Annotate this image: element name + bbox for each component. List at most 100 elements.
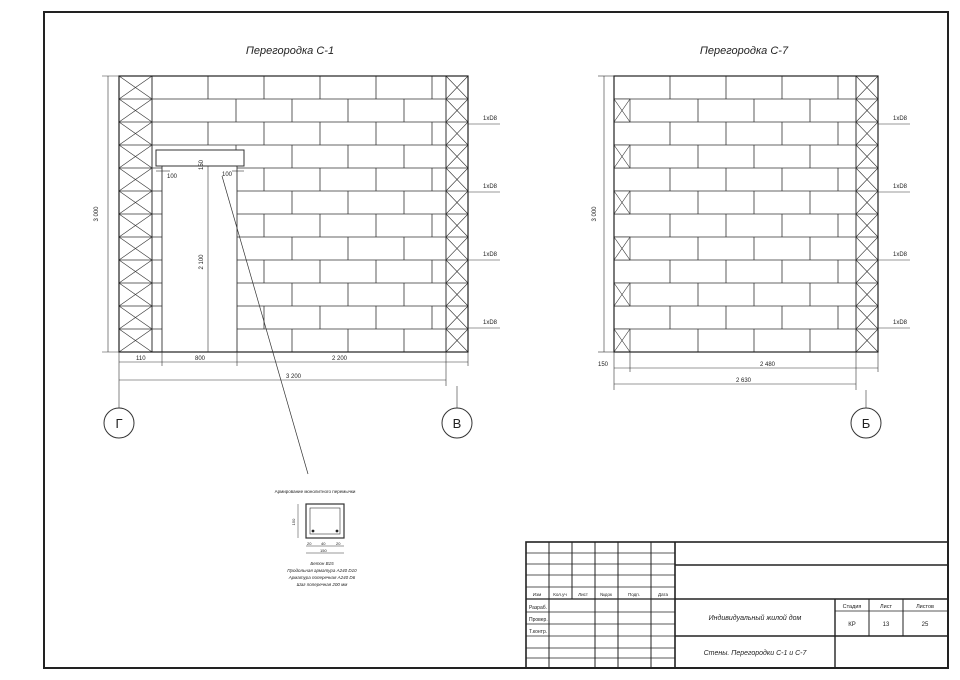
rebar-label-c7-3: 1хD8	[893, 252, 908, 258]
c7-post-cross	[855, 190, 879, 215]
c1-post-left-cross	[118, 121, 153, 146]
opening-height-dim: 2 100	[199, 254, 205, 270]
dim-110: 110	[136, 356, 146, 362]
c1-post-right-cross	[445, 144, 469, 169]
tb-stage-value: КР	[848, 622, 856, 628]
lintel-dim-width: 150	[320, 548, 327, 553]
c7-post-cross	[855, 259, 879, 284]
tb-role-tkontr: Т.контр.	[529, 629, 547, 635]
c1-post-left-cross	[118, 144, 153, 169]
c1-post-right-cross	[445, 167, 469, 192]
c1-post-right-cross	[445, 121, 469, 146]
tb-sheet-title: Стены. Перегородки С-1 и С-7	[704, 649, 808, 657]
tb-sheets-label: Листов	[916, 604, 934, 610]
lintel-dim-height: 150	[291, 518, 296, 525]
c1-post-left-cross	[118, 282, 153, 307]
lintel-note-2: Продольная арматура А240 D10	[287, 568, 357, 573]
lintel-detail-title: Армирование монолитного перемычки	[275, 489, 356, 494]
post-left	[118, 75, 153, 353]
lintel-note-3: Арматура поперечная А240 D6	[288, 575, 356, 580]
tb-header-izm: Изм	[533, 592, 541, 597]
c1-post-left-cross	[118, 328, 153, 353]
c1-post-left-cross	[118, 259, 153, 284]
tb-sheet-label: Лист	[880, 604, 892, 610]
c1-post-right-cross	[445, 305, 469, 330]
c7-edge-cross	[613, 236, 631, 261]
lintel	[155, 149, 245, 167]
c1-post-left-cross	[118, 75, 153, 100]
lintel-section	[305, 503, 345, 539]
lintel-detail: Армирование монолитного перемычки 150 20…	[275, 489, 358, 587]
c7-edge-cross	[613, 98, 631, 123]
rebar-label-c1-1: 1хD8	[483, 116, 498, 122]
dim-2480: 2 480	[760, 362, 776, 368]
partition-c7-title: Перегородка С-7	[700, 45, 789, 57]
tb-sheets-value: 25	[922, 622, 929, 628]
rebar-dot-left	[311, 529, 315, 533]
tb-stage-label: Стадия	[843, 604, 862, 610]
rebar-dot-right	[335, 529, 339, 533]
c1-post-right-cross	[445, 213, 469, 238]
lintel-dim-b: 40	[321, 541, 326, 546]
tb-header-list: Лист	[578, 592, 588, 597]
axis-label-v: В	[453, 416, 462, 431]
detail-leader-line	[221, 175, 309, 475]
dim-total-c7: 2 630	[736, 378, 752, 384]
post-right	[445, 75, 469, 353]
partition-c1: Перегородка С-1 3 000 2 100 150 100 100	[94, 45, 500, 475]
wall-outline-c7	[613, 75, 879, 353]
c1-post-left-cross	[118, 305, 153, 330]
c1-post-left-cross	[118, 98, 153, 123]
rebar-label-c7-2: 1хD8	[893, 184, 908, 190]
c7-edge-cross	[613, 328, 631, 353]
wall-outline-c1	[118, 75, 469, 353]
c1-post-right-cross	[445, 75, 469, 100]
c1-post-right-cross	[445, 98, 469, 123]
left-edge-crosses-c7	[613, 98, 631, 353]
c7-post-cross	[855, 236, 879, 261]
c7-post-cross	[855, 121, 879, 146]
tb-header-podp: Подп.	[628, 592, 640, 597]
dim-800: 800	[195, 356, 206, 362]
rebar-label-c1-4: 1хD8	[483, 320, 498, 326]
tb-header-ndoc: №док	[600, 592, 612, 597]
title-block-text: Изм Кол.уч Лист №док Подп. Дата Разраб. …	[529, 592, 934, 657]
title-block	[525, 541, 949, 669]
partition-c7: Перегородка С-7 3 000 150 2 480 2 630 1х…	[592, 45, 910, 439]
c1-post-left-cross	[118, 167, 153, 192]
lintel-dim-c: 20	[336, 541, 341, 546]
partition-c1-title: Перегородка С-1	[246, 45, 334, 57]
rebar-label-c1-3: 1хD8	[483, 252, 498, 258]
left-bearing-dim: 100	[167, 174, 178, 180]
brick-courses-c1	[152, 75, 446, 352]
c7-edge-cross	[613, 282, 631, 307]
lintel-stirrup	[309, 507, 341, 535]
dim-150: 150	[598, 362, 609, 368]
right-bearing-dim: 100	[222, 172, 233, 178]
lintel-note-4: Шаг поперечная 200 мм	[297, 582, 348, 587]
sheet-frame	[43, 11, 949, 669]
c1-post-right-cross	[445, 236, 469, 261]
c7-post-cross	[855, 167, 879, 192]
axis-label-b: Б	[862, 416, 871, 431]
axis-bubble-b	[850, 407, 882, 439]
c7-post-cross	[855, 328, 879, 353]
tb-sheet-value: 13	[883, 622, 890, 628]
c7-post-cross	[855, 213, 879, 238]
tb-project-name: Индивидуальный жилой дом	[709, 614, 802, 622]
height-dim-c7: 3 000	[592, 206, 598, 222]
axis-bubble-g	[103, 407, 135, 439]
c7-post-cross	[855, 144, 879, 169]
rebar-label-c7-4: 1хD8	[893, 320, 908, 326]
lintel-note-1: Бетон В15	[310, 561, 334, 566]
axis-label-g: Г	[115, 416, 122, 431]
dim-2200: 2 200	[332, 356, 348, 362]
rebar-label-c1-2: 1хD8	[483, 184, 498, 190]
c1-post-left-cross	[118, 236, 153, 261]
c7-post-cross	[855, 305, 879, 330]
dim-total-c1: 3 200	[286, 374, 302, 380]
axis-bubble-v	[441, 407, 473, 439]
rebar-label-c7-1: 1хD8	[893, 116, 908, 122]
c1-post-right-cross	[445, 259, 469, 284]
c7-post-cross	[855, 75, 879, 100]
